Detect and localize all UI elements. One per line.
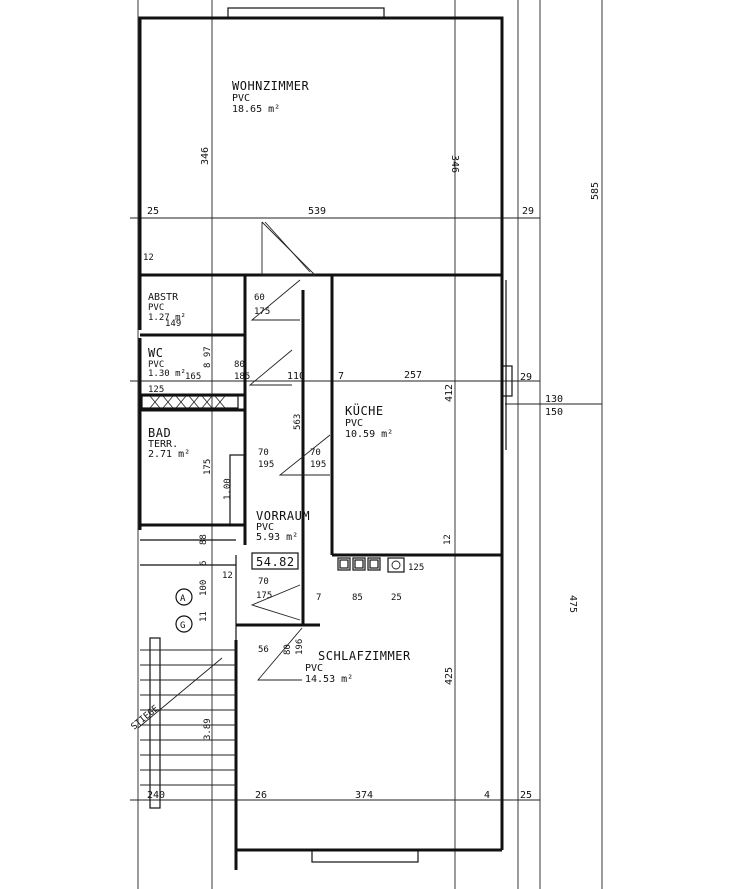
- dim-kueche-150: 150: [545, 407, 563, 418]
- dim-abstell-top: 12: [143, 253, 154, 263]
- dim-sz-right-total: 475: [567, 595, 578, 613]
- room-wc: WC PVC 1.30 m²: [148, 346, 186, 379]
- dim-bottom-4: 4: [484, 790, 490, 801]
- dim-vorraum-195b: 195: [310, 460, 326, 470]
- room-bad: BAD TERR. 2.71 m²: [148, 426, 190, 460]
- dim-bad-100: 1.00: [223, 478, 233, 500]
- total-area: 54.82: [256, 555, 295, 569]
- dim-sz-56: 56: [258, 645, 269, 655]
- reference-lines: [130, 0, 603, 889]
- dim-wz-height-left: 346: [200, 147, 211, 165]
- dim-vr-12: 12: [222, 571, 233, 581]
- dim-wc-80: 80: [234, 360, 245, 370]
- dim-sz-width: 374: [355, 790, 373, 801]
- dim-wc-h: 8 97: [203, 346, 213, 368]
- dim-wz-wall-left: 25: [147, 206, 159, 217]
- vorraum-area: 5.93 m²: [256, 532, 298, 543]
- stair-label: STIEGE: [130, 704, 161, 733]
- circle-a-label: A: [180, 594, 186, 604]
- schlafzimmer-area: 14.53 m²: [305, 674, 353, 685]
- circle-g-label: G: [180, 621, 185, 631]
- wohnzimmer-floor: PVC: [232, 93, 250, 104]
- kueche-area: 10.59 m²: [345, 429, 393, 440]
- dim-sz-height: 425: [444, 667, 455, 685]
- circle-markers: A G: [175, 588, 193, 633]
- dim-kueche-130: 130: [545, 394, 563, 405]
- dim-sz-80: 80: [283, 644, 293, 655]
- stairs: [137, 637, 236, 809]
- wc-name: WC: [148, 346, 163, 360]
- dim-vr-175: 175: [256, 591, 272, 601]
- exterior-walls: [138, 7, 513, 870]
- dim-kueche-wall: 29: [520, 372, 532, 383]
- dim-wz-width: 539: [308, 206, 326, 217]
- dim-k-25: 25: [391, 593, 402, 603]
- dim-wz-wall-right: 29: [522, 206, 534, 217]
- wohnzimmer-name: WOHNZIMMER: [232, 79, 310, 93]
- dimensions: 346 346 25 539 29 585 12 60 175 149 8 97…: [143, 147, 601, 801]
- bath-hatch: [141, 395, 239, 409]
- dim-vr-7: 7: [316, 593, 321, 603]
- room-kueche: KÜCHE PVC 10.59 m²: [345, 402, 393, 440]
- dim-vorraum-70b: 70: [310, 448, 321, 458]
- dim-vorraum-height: 563: [293, 414, 303, 430]
- room-schlafzimmer: SCHLAFZIMMER PVC 14.53 m²: [305, 649, 411, 685]
- room-wohnzimmer: WOHNZIMMER PVC 18.65 m²: [232, 79, 310, 115]
- bad-name: BAD: [148, 426, 171, 440]
- dim-bottom-240: 240: [147, 790, 165, 801]
- schlafzimmer-name: SCHLAFZIMMER: [318, 649, 411, 663]
- dim-total-height: 585: [590, 182, 601, 200]
- dim-side-11: 11: [199, 611, 209, 622]
- room-vorraum: VORRAUM PVC 5.93 m²: [256, 509, 310, 543]
- kitchen-stove: [337, 557, 405, 573]
- dim-wz-height-right: 346: [449, 155, 460, 173]
- dim-side-88: 88: [199, 534, 209, 545]
- bad-floor: TERR.: [148, 439, 178, 450]
- dim-sz-196: 196: [295, 639, 305, 655]
- kueche-name: KÜCHE: [345, 402, 384, 418]
- dim-vorraum-70a: 70: [258, 448, 269, 458]
- dim-kueche-12: 12: [443, 534, 453, 545]
- abstell-floor: PVC: [148, 303, 164, 313]
- dim-abstell-60: 60: [254, 293, 265, 303]
- dim-wc-185: 185: [234, 372, 250, 382]
- dim-stair-d: 3.89: [203, 718, 213, 740]
- dim-k-85: 85: [352, 593, 363, 603]
- schlafzimmer-floor: PVC: [305, 663, 323, 674]
- dim-bad-125: 125: [148, 385, 164, 395]
- abstell-area: 1.27 m²: [148, 313, 186, 323]
- abstell-name: ABSTR: [148, 292, 179, 303]
- vorraum-name: VORRAUM: [256, 509, 310, 523]
- dim-kueche-width: 257: [404, 370, 422, 381]
- wc-floor: PVC: [148, 360, 164, 370]
- kueche-floor: PVC: [345, 418, 363, 429]
- dim-bottom-25: 25: [520, 790, 532, 801]
- dim-wc-165: 165: [185, 372, 201, 382]
- bad-area: 2.71 m²: [148, 449, 190, 460]
- dim-abstell-175: 175: [254, 307, 270, 317]
- door-swings: [248, 221, 331, 681]
- dim-side-6: 6: [199, 561, 209, 566]
- dim-kueche-height: 412: [444, 384, 455, 402]
- dim-abstell-w: 149: [165, 319, 181, 329]
- dim-corridor-110: 110: [287, 371, 305, 382]
- dim-bottom-26: 26: [255, 790, 267, 801]
- interior-walls: [138, 273, 502, 640]
- wc-area: 1.30 m²: [148, 369, 186, 379]
- dim-bad-175: 175: [203, 459, 213, 475]
- total-area-box: 54.82: [251, 552, 299, 570]
- dim-corridor-7: 7: [338, 371, 344, 382]
- dim-side-100: 100: [199, 580, 209, 596]
- dim-vorraum-195a: 195: [258, 460, 274, 470]
- wohnzimmer-area: 18.65 m²: [232, 104, 280, 115]
- vorraum-floor: PVC: [256, 522, 274, 533]
- room-abstell: ABSTR PVC 1.27 m²: [148, 292, 186, 323]
- dim-vr-70: 70: [258, 577, 269, 587]
- dim-herd-125: 125: [408, 563, 424, 573]
